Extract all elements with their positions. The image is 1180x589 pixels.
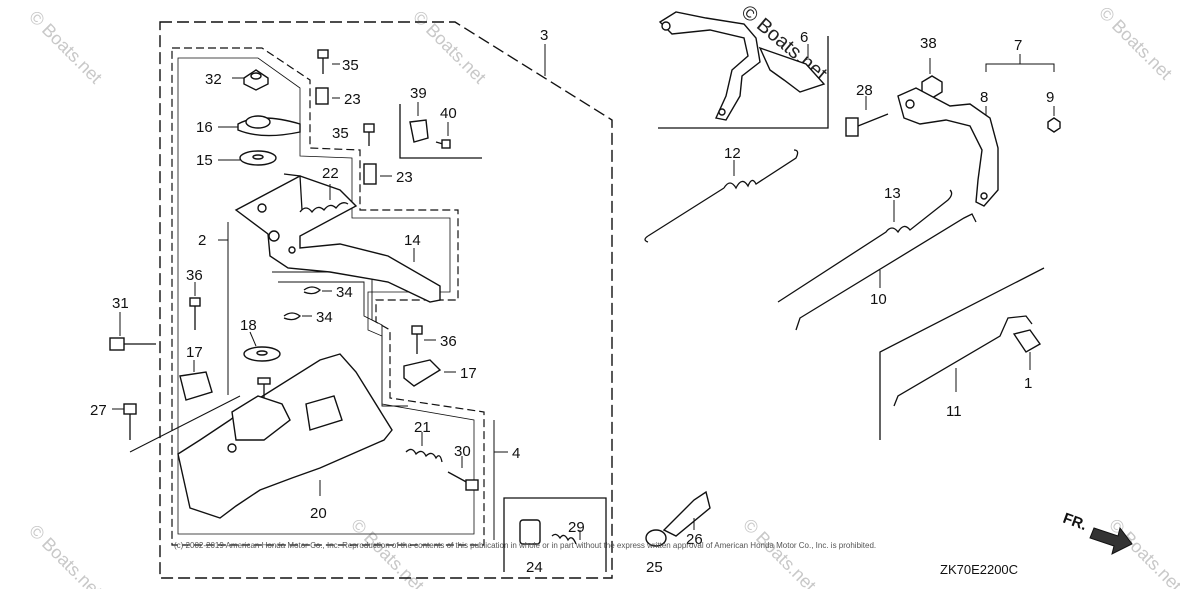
label-28: 28 <box>856 82 873 99</box>
part-11-rod-inset: 11 1 <box>879 267 1045 440</box>
label-35a: 35 <box>342 57 359 74</box>
label-34b: 34 <box>316 309 333 326</box>
callout-14: 14 <box>404 232 421 262</box>
arrow-right-icon <box>1089 526 1133 555</box>
label-16: 16 <box>196 119 213 136</box>
watermark-top-right: © Boats.net <box>1095 3 1176 84</box>
watermark-bottom-left: © Boats.net <box>25 521 106 589</box>
label-26: 26 <box>686 531 703 548</box>
part-32-nut: 32 <box>205 69 269 91</box>
label-7: 7 <box>1014 37 1022 54</box>
watermark-top-center: © Boats.net <box>409 7 490 88</box>
label-29: 29 <box>568 519 585 536</box>
part-38-nut: 38 <box>920 35 943 99</box>
label-23b: 23 <box>396 169 413 186</box>
label-35b: 35 <box>332 125 349 142</box>
part-25-26: 26 25 <box>645 490 711 576</box>
part-30-bolt: 30 <box>447 443 479 491</box>
part-36-bolt-left: 36 <box>186 267 203 330</box>
watermark-bottom-center-right: © Boats.net <box>739 515 820 589</box>
part-13-10-rods: 13 10 <box>777 185 977 331</box>
label-25: 25 <box>646 559 663 576</box>
label-39: 39 <box>410 85 427 102</box>
part-control-plate <box>234 173 441 303</box>
label-11: 11 <box>946 403 962 420</box>
part-34-clip-lower: 34 <box>283 309 333 326</box>
label-40: 40 <box>440 105 457 122</box>
label-34a: 34 <box>336 284 353 301</box>
inset-24-29: 29 24 <box>503 497 607 576</box>
part-18-washer: 18 <box>240 317 281 362</box>
part-12-spring: 12 <box>644 145 799 243</box>
part-31-bolt: 31 <box>109 295 156 351</box>
label-6: 6 <box>800 29 808 46</box>
callout-3: 3 <box>540 27 548 76</box>
label-10: 10 <box>870 291 887 308</box>
label-17a: 17 <box>186 344 203 361</box>
label-9: 9 <box>1046 89 1054 106</box>
part-6-bracket: 6 <box>658 11 829 129</box>
label-18: 18 <box>240 317 257 334</box>
label-31: 31 <box>112 295 129 312</box>
part-35-bolt-lower: 35 <box>332 123 375 146</box>
label-24: 24 <box>526 559 543 576</box>
label-32: 32 <box>205 71 222 88</box>
callout-4: 4 <box>493 420 520 540</box>
front-direction-label: FR. <box>1061 510 1090 534</box>
label-20: 20 <box>310 505 327 522</box>
part-15-washer: 15 <box>196 150 277 169</box>
part-35-bolt-upper: 35 <box>317 49 359 74</box>
part-20-base-plate: 20 <box>177 353 393 522</box>
part-23-collar-upper: 23 <box>315 87 361 108</box>
label-17b: 17 <box>460 365 477 382</box>
part-36-bolt-right: 36 <box>411 325 457 354</box>
part-7-bracket-assembly: 7 8 9 <box>897 37 1061 207</box>
part-16-plate: 16 <box>196 115 301 137</box>
watermark-top-left: © Boats.net <box>25 7 106 88</box>
label-3: 3 <box>540 27 548 44</box>
part-17-clamp-left: 17 <box>179 344 213 401</box>
part-28-bolt: 28 <box>845 82 889 137</box>
part-22-spring: 22 <box>299 165 349 214</box>
label-36b: 36 <box>440 333 457 350</box>
label-30: 30 <box>454 443 471 460</box>
part-23-collar-lower: 23 <box>363 163 413 186</box>
label-14: 14 <box>404 232 421 249</box>
label-27: 27 <box>90 402 107 419</box>
label-13: 13 <box>884 185 901 202</box>
inset-39-40: 39 40 <box>399 85 482 159</box>
label-4: 4 <box>512 445 520 462</box>
part-17-clamp-right: 17 <box>403 359 477 387</box>
label-2: 2 <box>198 232 206 249</box>
part-21-spring: 21 <box>405 419 443 463</box>
label-23a: 23 <box>344 91 361 108</box>
label-38: 38 <box>920 35 937 52</box>
part-34-clip-upper: 34 <box>303 284 353 301</box>
label-12: 12 <box>724 145 741 162</box>
part-27-bolt: 27 <box>90 395 241 453</box>
label-15: 15 <box>196 152 213 169</box>
label-36a: 36 <box>186 267 203 284</box>
copyright-notice: (c) 2002-2019 American Honda Motor Co., … <box>174 541 876 550</box>
label-8: 8 <box>980 89 988 106</box>
label-21: 21 <box>414 419 431 436</box>
label-1: 1 <box>1024 375 1032 392</box>
diagram-code: ZK70E2200C <box>940 562 1018 577</box>
callout-2: 2 <box>198 222 229 395</box>
label-22: 22 <box>322 165 339 182</box>
